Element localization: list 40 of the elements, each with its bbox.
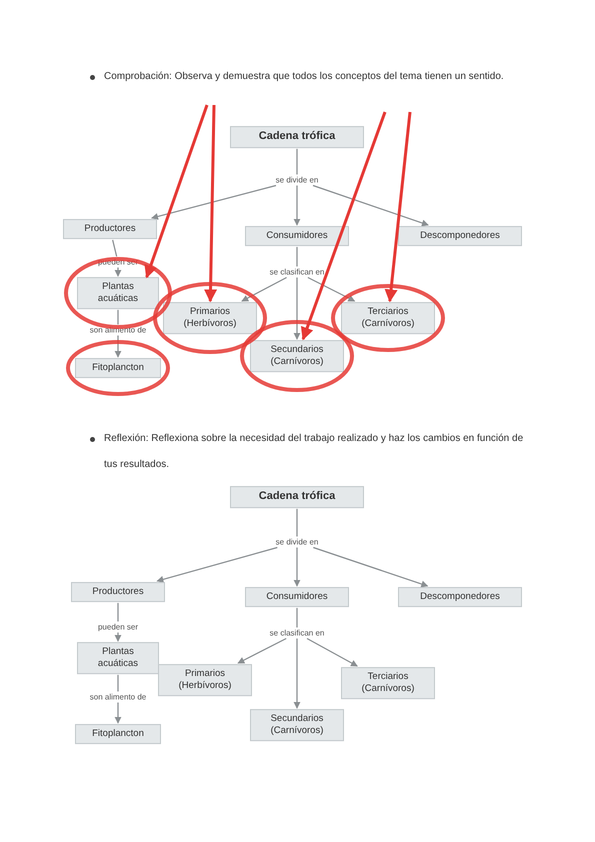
- concept-box: Descomponedores: [398, 226, 522, 246]
- arrow: [306, 638, 358, 667]
- paragraph: Reflexión: Reflexiona sobre la necesidad del trabajo realizado y haz los cambios en función de tus resultados.: [104, 432, 524, 472]
- concept-box: Terciarios (Carnívoros): [341, 667, 435, 699]
- arrow: [294, 186, 300, 226]
- concept-box: Plantas acuáticas: [77, 277, 159, 309]
- arrow: [151, 184, 276, 220]
- concept-box: Consumidores: [245, 587, 349, 607]
- annotation-arrow: [384, 112, 412, 302]
- arrow: [114, 702, 122, 724]
- concept-box: Secundarios (Carnívoros): [250, 340, 344, 372]
- concept-box: Descomponedores: [398, 587, 522, 607]
- arrow: [294, 548, 300, 587]
- arrow: [312, 184, 429, 226]
- annotation-arrow: [204, 104, 218, 302]
- concept-box: Productores: [71, 582, 165, 602]
- arrow: [294, 638, 300, 709]
- concept-box: Fitoplancton: [75, 358, 161, 378]
- concept-box: Fitoplancton: [75, 724, 161, 744]
- arrow: [237, 638, 286, 664]
- arrow: [114, 268, 122, 277]
- arrow: [313, 546, 428, 588]
- arrow: [156, 546, 278, 583]
- arrow: [241, 276, 287, 302]
- annotation-arrow: [144, 104, 208, 278]
- arrow: [114, 632, 122, 642]
- title-box: Cadena trófica: [230, 126, 364, 148]
- title-box: Cadena trófica: [230, 486, 364, 508]
- arrow: [308, 276, 356, 302]
- arrow: [114, 336, 122, 358]
- concept-box: Secundarios (Carnívoros): [250, 709, 344, 741]
- concept-box: Primarios (Herbívoros): [163, 302, 257, 334]
- annotation-arrow: [300, 112, 386, 340]
- concept-box: Consumidores: [245, 226, 349, 246]
- arrow: [294, 278, 300, 340]
- concept-box: Productores: [63, 219, 157, 239]
- concept-box: Primarios (Herbívoros): [158, 664, 252, 696]
- concept-box: Terciarios (Carnívoros): [341, 302, 435, 334]
- paragraph: Comprobación: Observa y demuestra que todos los conceptos del tema tienen un sentido.: [104, 70, 505, 84]
- concept-box: Plantas acuáticas: [77, 642, 159, 674]
